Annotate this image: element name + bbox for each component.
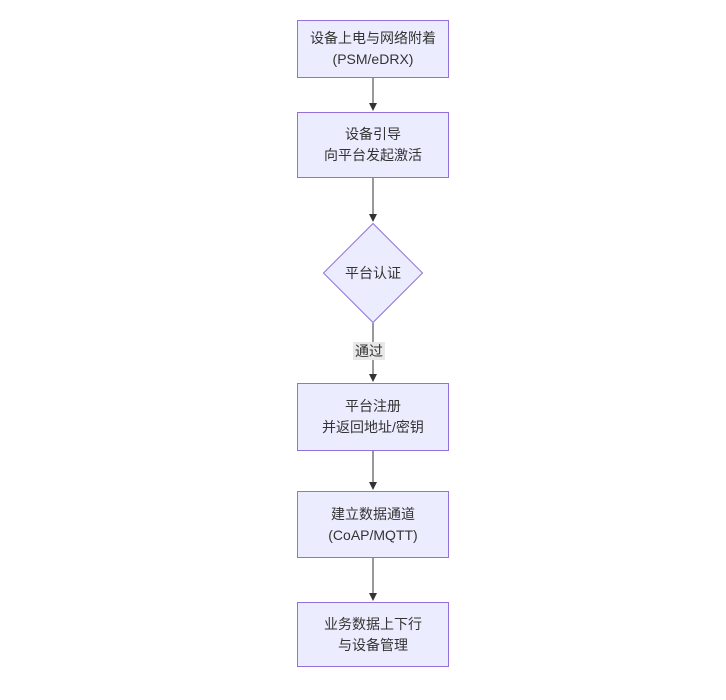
node-text-line: 并返回地址/密钥 [322, 419, 424, 435]
node-data-channel: 建立数据通道 (CoAP/MQTT) [297, 491, 449, 558]
node-text-line: (CoAP/MQTT) [328, 526, 418, 543]
node-text-line: 设备引导 [345, 126, 401, 142]
node-platform-register: 平台注册 并返回地址/密钥 [297, 383, 449, 451]
decision-platform-auth: 平台认证 [322, 222, 424, 324]
node-bootstrap-activate: 设备引导 向平台发起激活 [297, 112, 449, 178]
edge-label-pass: 通过 [353, 342, 385, 360]
node-text-line: 业务数据上下行 [324, 615, 422, 632]
node-text-line: 与设备管理 [338, 636, 408, 653]
node-business-data: 业务数据上下行 与设备管理 [297, 602, 449, 667]
node-text-line: 建立数据通道 [331, 505, 415, 522]
node-power-network-attach: 设备上电与网络附着 (PSM/eDRX) [297, 20, 449, 78]
node-text-line: 平台注册 [345, 398, 401, 414]
node-text-line: 设备上电与网络附着 [310, 30, 436, 46]
node-text-line: 平台认证 [345, 265, 401, 281]
node-text-line: 向平台发起激活 [324, 147, 422, 163]
node-text-line: (PSM/eDRX) [332, 51, 414, 67]
